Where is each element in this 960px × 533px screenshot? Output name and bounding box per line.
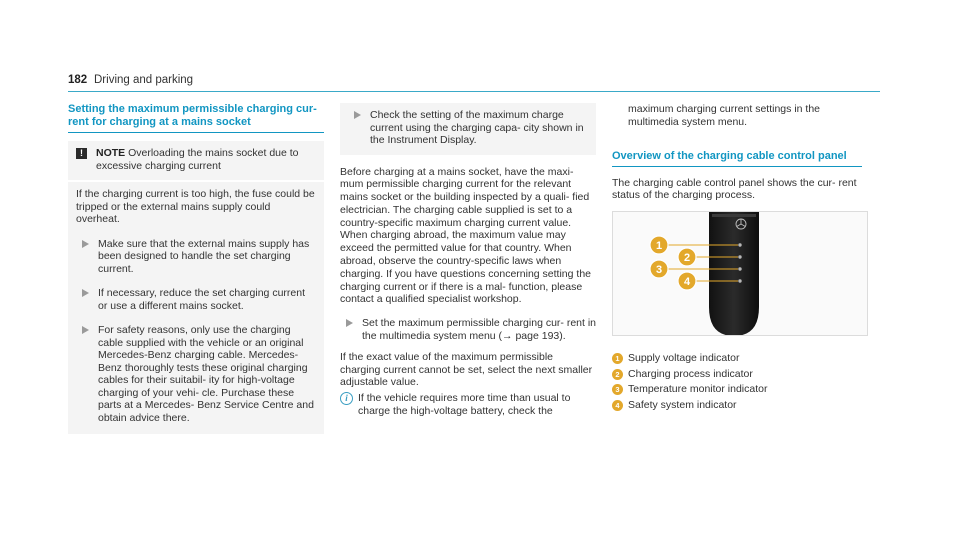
- arrow-bullet-icon: [346, 319, 353, 328]
- mercedes-star-icon: [735, 218, 747, 230]
- arrow-bullet-icon: [354, 111, 361, 119]
- svg-text:3: 3: [656, 264, 662, 276]
- body-paragraph: If the exact value of the maximum permis…: [340, 350, 593, 389]
- arrow-bullet-icon: [82, 289, 89, 297]
- body-paragraph: Before charging at a mains socket, have …: [340, 165, 591, 306]
- column-3: maximum charging current settings in the…: [612, 103, 868, 413]
- led-safety: [738, 279, 742, 283]
- control-panel-figure: 1 2 3 4: [612, 211, 868, 337]
- led-temperature: [738, 267, 742, 271]
- step-item: Check the setting of the maximum charge …: [348, 109, 588, 147]
- note-box-continued: Check the setting of the maximum charge …: [340, 103, 596, 155]
- step-item: For safety reasons, only use the chargin…: [76, 324, 316, 424]
- section-heading-charging-current: Setting the maximum permissible charging…: [68, 103, 324, 133]
- step-item: If necessary, reduce the set charging cu…: [76, 287, 316, 312]
- note-body: If the charging current is too high, the…: [68, 182, 324, 434]
- step-item: Set the maximum permissible charging cur…: [340, 317, 596, 343]
- callout-marker-3: 3: [649, 259, 669, 279]
- page-number: 182: [68, 74, 88, 86]
- section-heading-control-panel: Overview of the charging cable control p…: [612, 150, 862, 167]
- intro-paragraph: The charging cable control panel shows t…: [612, 176, 857, 202]
- callout-number-icon: 3: [612, 384, 623, 396]
- info-note: i If the vehicle requires more time than…: [340, 392, 596, 418]
- callout-number-icon: 1: [612, 353, 623, 365]
- step-item: Make sure that the external mains supply…: [76, 238, 316, 276]
- note-label: NOTE: [96, 147, 126, 159]
- callout-number-icon: 4: [612, 399, 623, 411]
- page-header: 182 Driving and parking: [68, 74, 880, 92]
- arrow-bullet-icon: [82, 239, 89, 248]
- warning-paragraph: If the charging current is too high, the…: [76, 188, 315, 225]
- control-unit-body: [709, 212, 759, 336]
- svg-text:4: 4: [684, 276, 691, 288]
- led-supply-voltage: [738, 243, 742, 247]
- callout-number-icon: 2: [612, 368, 623, 380]
- callout-marker-4: 4: [677, 271, 697, 291]
- control-unit-top-edge: [712, 214, 756, 218]
- section-title: Driving and parking: [94, 74, 194, 86]
- control-panel-illustration: 1 2 3 4: [649, 212, 759, 336]
- warning-icon: !: [76, 148, 87, 159]
- callout-marker-2: 2: [677, 247, 697, 267]
- info-icon: i: [340, 392, 353, 406]
- column-2: Check the setting of the maximum charge …: [340, 103, 596, 418]
- callout-marker-1: 1: [649, 235, 669, 255]
- arrow-bullet-icon: [82, 326, 89, 334]
- svg-text:2: 2: [684, 252, 690, 264]
- continued-text: maximum charging current settings in the…: [628, 103, 820, 128]
- note-text: Overloading the mains socket due to exce…: [96, 147, 299, 172]
- led-charging-process: [738, 255, 742, 259]
- note-box: ! NOTE Overloading the mains socket due …: [68, 141, 324, 180]
- svg-text:1: 1: [656, 240, 662, 252]
- column-1: Setting the maximum permissible charging…: [68, 103, 324, 434]
